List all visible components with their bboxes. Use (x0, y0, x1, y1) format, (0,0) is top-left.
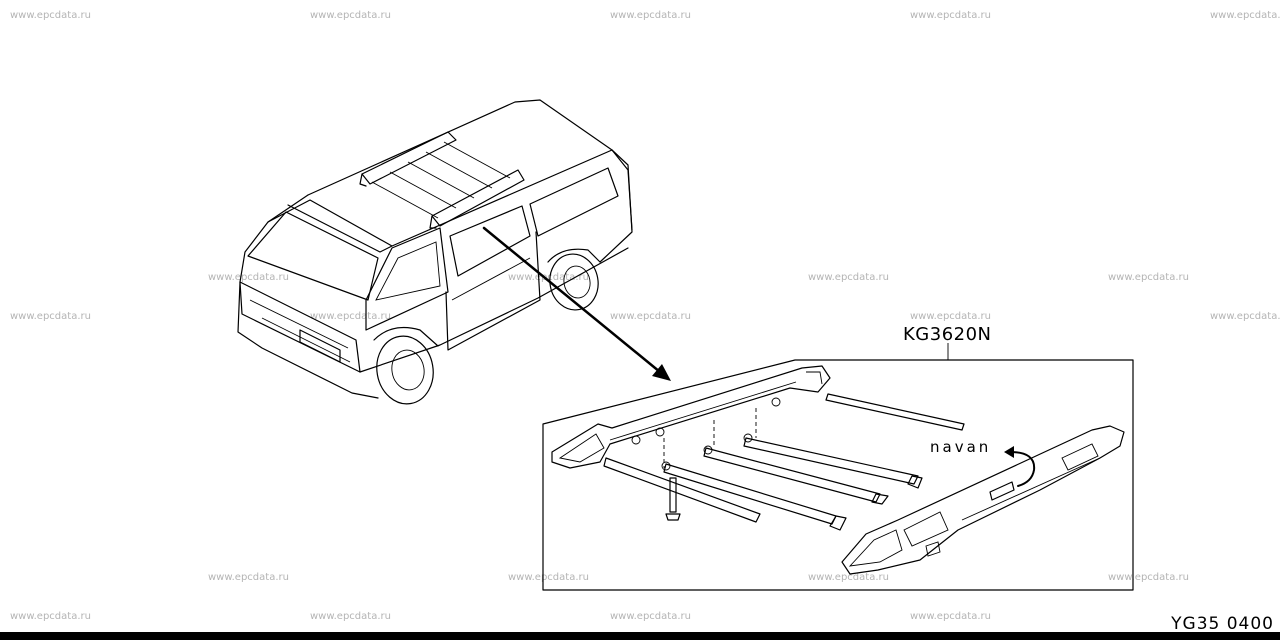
watermark: www.epcdata.ru (10, 10, 91, 21)
leader-arrow (482, 226, 671, 381)
part-number-callout: KG3620N (903, 324, 992, 345)
watermark: www.epcdata.ru (208, 572, 289, 583)
watermark: www.epcdata.ru (808, 272, 889, 283)
rotation-arrow-icon (1004, 446, 1036, 487)
watermark: www.epcdata.ru (508, 272, 589, 283)
watermark: www.epcdata.ru (508, 572, 589, 583)
watermark: www.epcdata.ru (1210, 311, 1280, 322)
watermark: www.epcdata.ru (10, 611, 91, 622)
watermark: www.epcdata.ru (910, 611, 991, 622)
detail-frame (542, 359, 1134, 591)
bottom-border (0, 632, 1280, 640)
watermark: www.epcdata.ru (208, 272, 289, 283)
watermark: www.epcdata.ru (610, 611, 691, 622)
watermark: www.epcdata.ru (310, 311, 391, 322)
watermark: www.epcdata.ru (910, 10, 991, 21)
watermark: www.epcdata.ru (310, 611, 391, 622)
annotation-label: navan (930, 438, 992, 456)
watermark: www.epcdata.ru (1108, 572, 1189, 583)
watermark: www.epcdata.ru (808, 572, 889, 583)
watermark: www.epcdata.ru (1108, 272, 1189, 283)
roof-rack-assembly (551, 365, 1125, 575)
van-illustration (237, 99, 633, 405)
watermark: www.epcdata.ru (610, 311, 691, 322)
watermark: www.epcdata.ru (1210, 10, 1280, 21)
watermark: www.epcdata.ru (910, 311, 991, 322)
watermark: www.epcdata.ru (310, 10, 391, 21)
watermark: www.epcdata.ru (10, 311, 91, 322)
watermark: www.epcdata.ru (610, 10, 691, 21)
figure-code: YG35 0400 (1171, 614, 1274, 634)
